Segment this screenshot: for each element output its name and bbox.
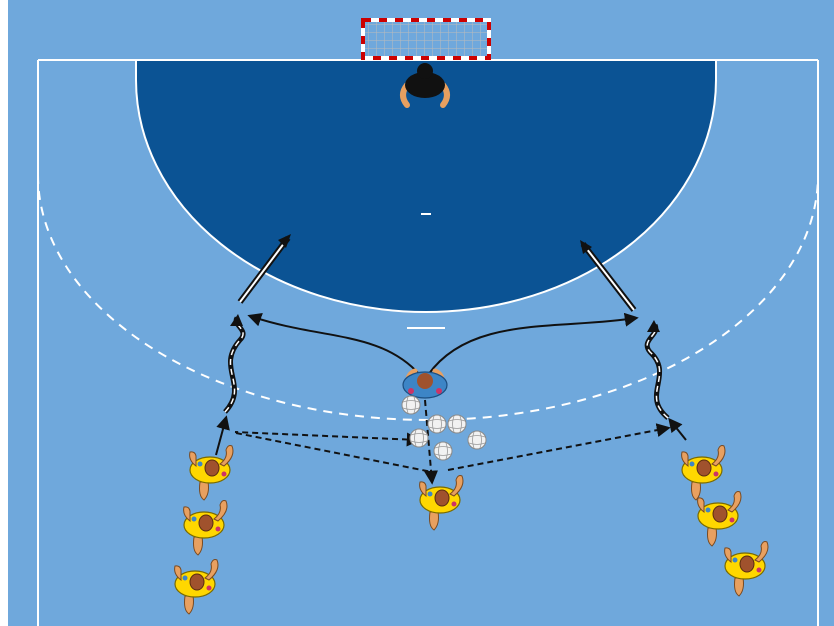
handball-icon bbox=[433, 441, 453, 461]
dribble-path-left bbox=[223, 314, 246, 414]
solid-arrow-right-start bbox=[668, 417, 687, 441]
coach bbox=[402, 368, 448, 399]
handball-icon bbox=[427, 414, 447, 434]
dashed-arrow-pass-center bbox=[424, 399, 439, 485]
dashed-arrow-pass-left-lower bbox=[235, 432, 433, 473]
double-line-arrow-left bbox=[237, 234, 291, 304]
goalkeeper-line bbox=[421, 213, 431, 215]
handball-icon bbox=[467, 430, 487, 450]
dashed-arrow-pass-right bbox=[447, 423, 671, 471]
goalkeeper bbox=[400, 63, 450, 108]
free-throw-line bbox=[37, 174, 819, 421]
handball-icon bbox=[409, 428, 429, 448]
solid-arrow-to-left bbox=[247, 313, 421, 376]
handball-icon bbox=[447, 414, 467, 434]
double-line-arrow-right bbox=[580, 240, 637, 312]
solid-arrow-left-start bbox=[215, 415, 230, 456]
dribble-path-right bbox=[644, 320, 670, 420]
handball-icon bbox=[401, 395, 421, 415]
handball-goal bbox=[361, 18, 491, 60]
dashed-arrow-pass-left bbox=[234, 431, 421, 447]
seven-meter-line bbox=[407, 327, 445, 329]
solid-arrow-to-right bbox=[427, 312, 639, 376]
